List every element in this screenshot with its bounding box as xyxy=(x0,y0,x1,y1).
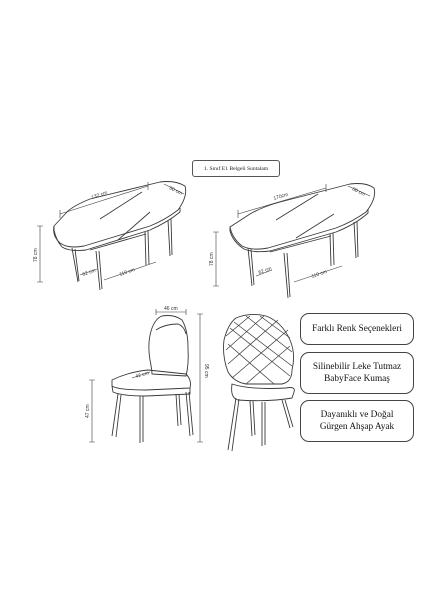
feature-box-colors: Farklı Renk Seçenekleri xyxy=(300,313,414,345)
chair-total-height-label: 95 cm xyxy=(203,364,209,378)
table-small-drawing xyxy=(53,181,187,291)
table-small-top xyxy=(53,181,187,248)
table-small-leg-gap-long-label: 110 cm xyxy=(119,267,136,278)
chair-back-width-label: 46 cm xyxy=(164,306,178,312)
table-large-leg-gap-short-label: 62 cm xyxy=(258,266,273,276)
table-small-leg-gap-short-label: 62 cm xyxy=(82,268,97,278)
table-large-drawing xyxy=(229,183,376,299)
chair-tufted-seat xyxy=(231,383,295,402)
feature-box-fabric: Silinebilir Leke Tutmaz BabyFace Kumaş xyxy=(300,352,414,394)
feature-line: Farklı Renk Seçenekleri xyxy=(312,324,402,334)
table-large-length-label: 170cm xyxy=(273,192,289,202)
feature-line: Dayanıklı ve Doğal xyxy=(320,410,394,420)
table-large-top xyxy=(229,183,376,250)
table-small-width-label: 80 cm xyxy=(168,185,183,196)
chair-plain-seat xyxy=(111,369,191,391)
feature-line: BabyFace Kumaş xyxy=(324,374,390,384)
feature-line: Gürgen Ahşap Ayak xyxy=(319,422,395,432)
feature-box-legs: Dayanıklı ve Doğal Gürgen Ahşap Ayak xyxy=(300,400,414,442)
chair-seat-height-label: 47 cm xyxy=(85,404,91,418)
header-label: 1. Sınıf E1 Belgeli Suntalam xyxy=(203,165,269,172)
chair-tufted-drawing xyxy=(223,313,295,452)
chair-tufted-backrest xyxy=(223,313,295,385)
table-small-height-label: 78 cm xyxy=(33,248,39,262)
table-large-width-label: 80 cm xyxy=(351,186,366,197)
table-small-length-label: 132 cm xyxy=(91,190,108,201)
feature-line: Silinebilir Leke Tutmaz xyxy=(312,362,402,372)
chair-plain-backrest xyxy=(148,315,189,377)
header-label-box: 1. Sınıf E1 Belgeli Suntalam xyxy=(192,160,280,177)
table-large-leg-gap-long-label: 110 cm xyxy=(311,269,328,280)
chair-seat-depth-label: 42 cm xyxy=(135,370,150,380)
table-large-height-label: 78 cm xyxy=(209,252,215,266)
chair-plain-drawing xyxy=(111,315,194,443)
